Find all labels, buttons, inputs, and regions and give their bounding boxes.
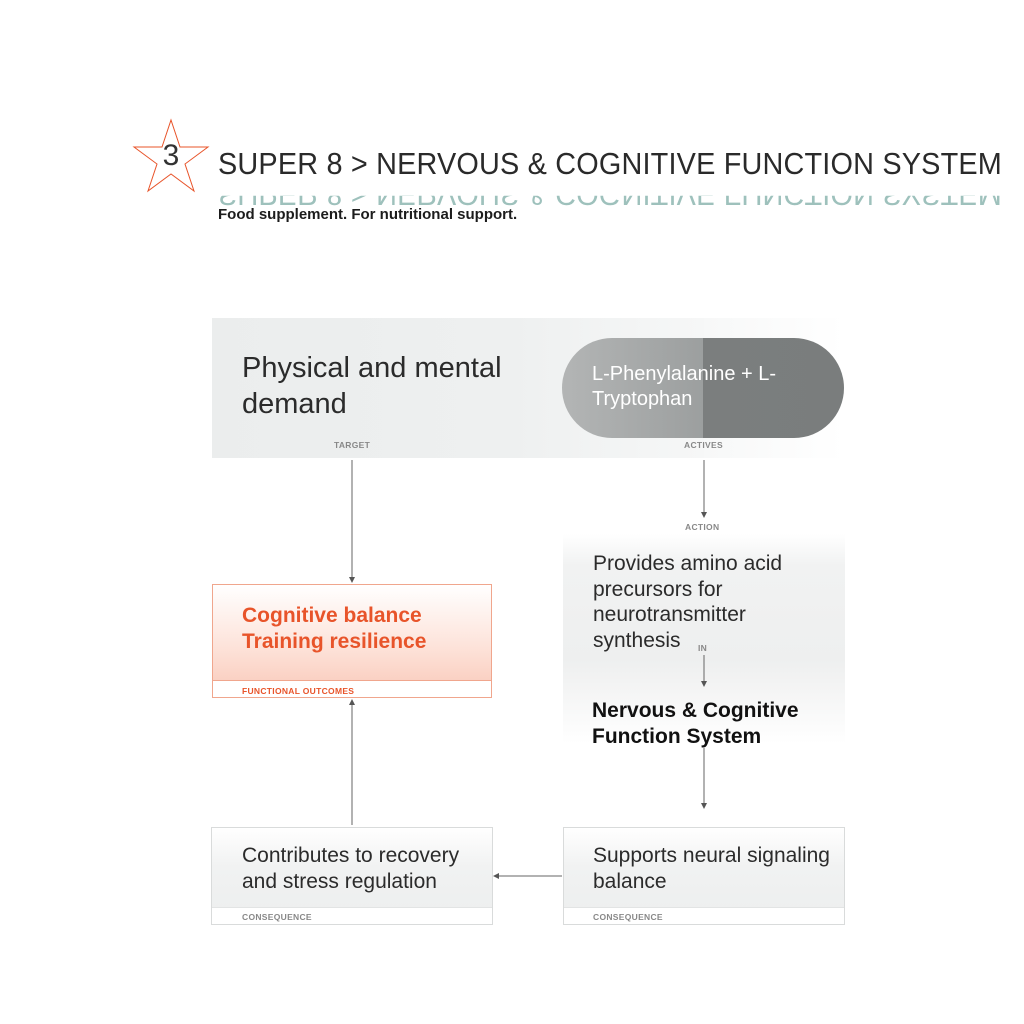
outcome-line-2: Training resilience [242, 630, 427, 653]
outcomes-box [212, 584, 492, 698]
outcomes-label: FUNCTIONAL OUTCOMES [242, 686, 355, 696]
page-subtitle: Food supplement. For nutritional support… [218, 206, 518, 223]
actives-label: ACTIVES [684, 440, 723, 450]
in-label: IN [698, 643, 708, 653]
outcomes-footer [213, 680, 491, 697]
actives-text: L-Phenylalanine + L-Tryptophan [592, 363, 777, 410]
target-label: TARGET [334, 440, 371, 450]
consequence-left-label: CONSEQUENCE [242, 912, 312, 922]
outcomes-text: Cognitive balance Training resilience [242, 603, 482, 655]
page-title: SUPER 8 > NERVOUS & COGNITIVE FUNCTION S… [218, 146, 1002, 181]
step-number: 3 [162, 139, 180, 172]
star-icon [132, 118, 210, 193]
outcome-line-1: Cognitive balance [242, 604, 422, 627]
actives-pill [562, 338, 844, 438]
action-panel [563, 534, 845, 744]
target-text: Physical and mental demand [242, 352, 502, 420]
consequence-left-footer [212, 907, 492, 924]
consequence-left-text: Contributes to recovery and stress regul… [242, 844, 460, 893]
consequence-right-label: CONSEQUENCE [593, 912, 663, 922]
consequence-right-text: Supports neural signaling balance [593, 844, 830, 893]
action-label: ACTION [685, 522, 720, 532]
consequence-left-box [211, 827, 493, 925]
action-text: Provides amino acid precursors for neuro… [593, 552, 783, 652]
system-name: Nervous & Cognitive Function System [592, 699, 799, 748]
consequence-right-box [563, 827, 845, 925]
consequence-right-footer [564, 907, 844, 924]
